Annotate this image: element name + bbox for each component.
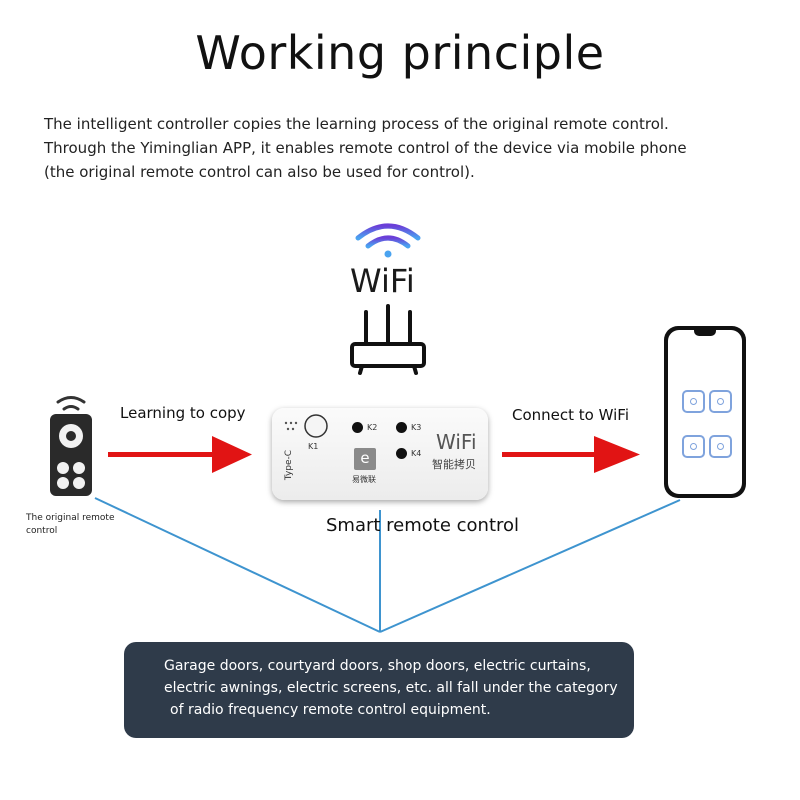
remote-icon (50, 396, 92, 496)
connector-line-right (379, 499, 681, 633)
caption-line: electric awnings, electric screens, etc.… (164, 680, 618, 696)
device-cn-label: 智能拷贝 (432, 458, 476, 471)
wifi-signal-icon (355, 223, 421, 258)
device-wifi-label: WiFi (436, 430, 477, 454)
intro-line: The intelligent controller copies the le… (44, 115, 669, 133)
arrow-learning (108, 436, 252, 473)
k2-button (352, 422, 363, 433)
app-tile (709, 435, 732, 458)
original-remote-label: The original remote control (26, 513, 115, 536)
logo-text: 易微联 (352, 475, 376, 484)
router-icon (350, 304, 426, 375)
wifi-label: WiFi (350, 262, 415, 300)
k4-label: K4 (411, 449, 422, 458)
phone-notch (694, 330, 716, 336)
k1-label: K1 (308, 442, 319, 451)
intro-line: Through the Yiminglian APP, it enables r… (44, 139, 687, 157)
intro-text: The intelligent controller copies the le… (44, 112, 764, 184)
connector-lines (94, 497, 681, 633)
app-tile (709, 390, 732, 413)
smart-remote-caption: Smart remote control (326, 515, 520, 536)
button-k1-icon (304, 414, 328, 438)
k2-label: K2 (367, 423, 378, 432)
k3-button (396, 422, 407, 433)
k3-label: K3 (411, 423, 422, 432)
bottom-caption-box: Garage doors, courtyard doors, shop door… (124, 642, 634, 738)
app-tile (682, 435, 705, 458)
caption-line: of radio frequency remote control equipm… (170, 702, 491, 718)
type-c-label: Type-C (284, 449, 295, 481)
smartphone-icon (664, 326, 746, 498)
learning-to-copy-label: Learning to copy (120, 404, 246, 422)
phone-screen (668, 330, 742, 494)
smart-remote-device: Type-C K1 K2 K3 K4 e 易微联 WiFi 智能拷贝 (272, 408, 488, 500)
page-title: Working principle (195, 26, 605, 80)
ewelink-logo-icon: e (354, 448, 376, 470)
speaker-dots-icon (284, 421, 298, 431)
k4-button (396, 448, 407, 459)
connector-line-left (94, 497, 381, 633)
arrow-connect (502, 436, 640, 473)
caption-line: Garage doors, courtyard doors, shop door… (164, 658, 591, 674)
intro-line: (the original remote control can also be… (44, 163, 475, 181)
connect-to-wifi-label: Connect to WiFi (512, 406, 629, 424)
app-tile (682, 390, 705, 413)
